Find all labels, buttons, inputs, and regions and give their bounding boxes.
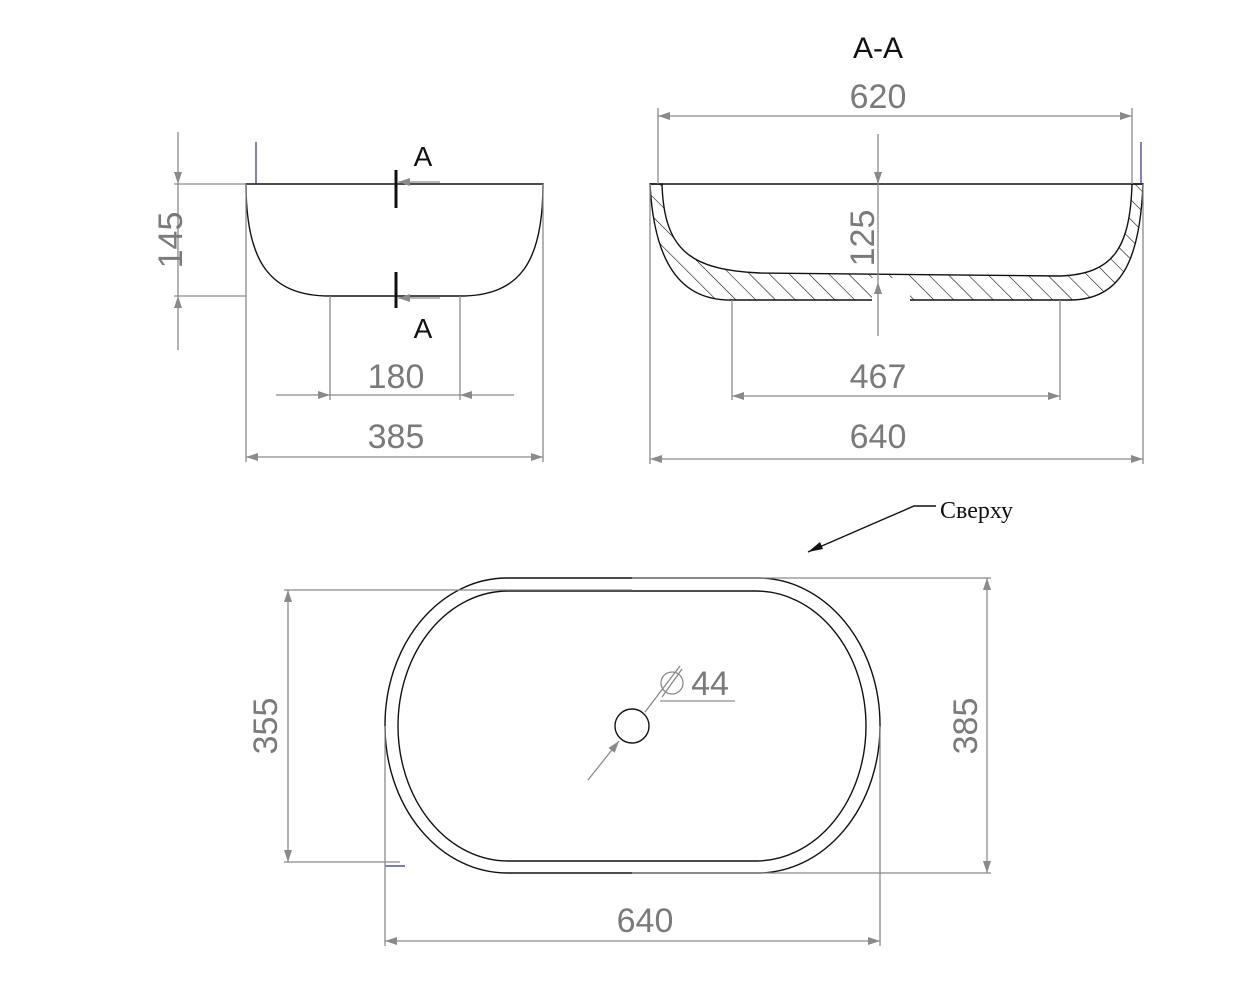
dim-385-top: 385 [947, 698, 985, 755]
diameter-icon [660, 668, 684, 698]
side-view: 145 A A 180 385 [152, 132, 544, 462]
svg-text:A: A [414, 313, 433, 344]
section-mark-bottom: A [394, 272, 440, 344]
dim-355: 355 [247, 698, 285, 755]
dim-145: 145 [152, 212, 190, 269]
drain-hole [614, 708, 650, 744]
basin-outer-rim [384, 577, 881, 874]
section-mark-top: A [394, 141, 440, 208]
view-label-top: Сверху [940, 498, 1013, 524]
basin-inner-rim [397, 590, 867, 862]
dim-385: 385 [368, 418, 425, 456]
svg-text:A: A [414, 141, 433, 172]
dim-44: 44 [691, 665, 729, 703]
top-view: Сверху 44 355 385 640 [247, 498, 1013, 946]
section-view-a-a: A-A 620 125 467 640 [649, 32, 1144, 464]
section-title: A-A [853, 32, 903, 65]
dim-180: 180 [368, 358, 425, 396]
dim-620: 620 [850, 78, 907, 116]
dim-640-top: 640 [617, 902, 674, 940]
dim-125: 125 [844, 210, 882, 267]
dim-467: 467 [850, 358, 907, 396]
dim-640-section: 640 [850, 418, 907, 456]
